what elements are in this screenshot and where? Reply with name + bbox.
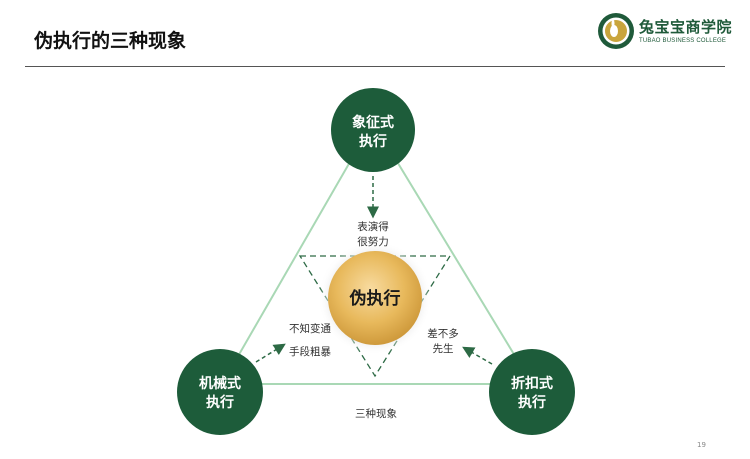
center-circle [328, 251, 422, 345]
node-left-circle [177, 349, 263, 435]
arrow-left [255, 343, 286, 363]
label-top-line1: 表演得 [357, 220, 389, 233]
label-left-line1: 不知变通 [289, 322, 331, 335]
college-seal-icon [598, 13, 634, 49]
node-top-line1: 象征式 [352, 114, 394, 131]
node-left-line1: 机械式 [199, 375, 241, 392]
node-right-line2: 执行 [518, 394, 546, 411]
page-title: 伪执行的三种现象 [34, 30, 187, 52]
node-top-circle [331, 88, 415, 172]
outer-triangle [220, 120, 534, 385]
college-name-cn: 兔宝宝商学院 [639, 18, 733, 36]
node-right-line1: 折扣式 [511, 375, 553, 392]
arrow-right [462, 346, 493, 365]
center-label: 伪执行 [349, 288, 401, 309]
title-divider [25, 66, 725, 67]
college-name-en: TUBAO BUSINESS COLLEGE [639, 38, 727, 44]
label-top-line2: 很努力 [357, 235, 389, 248]
college-logo: 兔宝宝商学院 TUBAO BUSINESS COLLEGE [597, 12, 737, 54]
node-top-line2: 执行 [359, 133, 387, 150]
label-right-line1: 差不多 [427, 327, 459, 340]
node-right-circle [489, 349, 575, 435]
label-bottom: 三种现象 [355, 407, 397, 420]
node-left-line2: 执行 [206, 394, 234, 411]
label-left-line2: 手段粗暴 [289, 345, 331, 358]
label-right-line2: 先生 [433, 342, 454, 355]
page-number: 19 [697, 441, 706, 449]
